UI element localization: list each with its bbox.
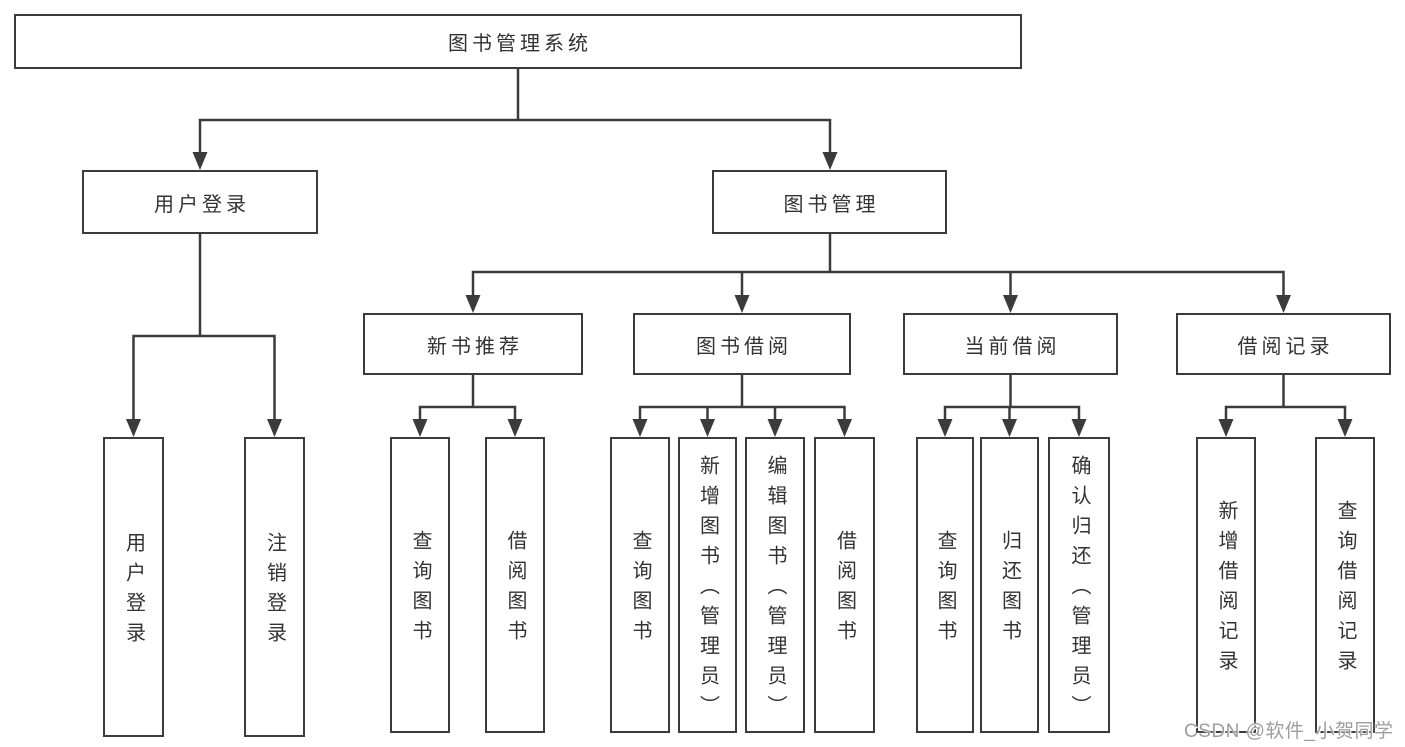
node-label: 借阅记录	[1237, 335, 1334, 358]
arrow-down-icon	[267, 419, 282, 437]
arrow-down-icon	[126, 419, 141, 437]
csdn-watermark: CSDN @软件_小贺同学	[1184, 721, 1394, 742]
arrow-down-icon	[507, 419, 523, 437]
arrow-down-icon	[837, 419, 852, 437]
arrow-down-icon	[700, 419, 715, 437]
arrow-down-icon	[632, 419, 648, 437]
arrow-down-icon	[822, 152, 838, 170]
leaf-query-borrow-record: 查询借阅记录	[1315, 437, 1375, 733]
connector-currentborrow-to-leaves	[943, 375, 1081, 420]
arrow-down-icon	[1276, 295, 1291, 313]
node-label: 借阅图书	[833, 530, 856, 650]
node-label: 图书管理系统	[448, 33, 592, 55]
leaf-edit-books-admin: 编辑图书（管理员）	[745, 437, 805, 733]
arrow-down-icon	[734, 295, 750, 313]
node-label: 归还图书	[998, 530, 1021, 650]
node-label: 图书管理	[783, 193, 880, 216]
node-label: 注销登录	[263, 532, 286, 652]
node-label: 用户登录	[154, 193, 250, 216]
node-label: 确认归还（管理员）	[1068, 455, 1090, 725]
arrow-down-icon	[1003, 295, 1018, 313]
node-label: 新增借阅记录	[1215, 500, 1237, 680]
node-new-book-recommend: 新书推荐	[363, 313, 583, 375]
node-borrow-records: 借阅记录	[1176, 313, 1391, 375]
leaf-add-borrow-record: 新增借阅记录	[1196, 437, 1256, 733]
arrow-down-icon	[1337, 419, 1353, 437]
arrow-down-icon	[767, 419, 783, 437]
node-root-system: 图书管理系统	[14, 14, 1022, 69]
arrow-down-icon	[465, 295, 481, 313]
arrow-down-icon	[412, 419, 428, 437]
node-label: 新书推荐	[427, 335, 523, 358]
node-label: 当前借阅	[964, 335, 1061, 358]
connector-bookborrow-to-leaves	[638, 375, 846, 420]
leaf-add-books-admin: 新增图书（管理员）	[678, 437, 737, 733]
leaf-confirm-return-admin: 确认归还（管理员）	[1048, 437, 1110, 733]
leaf-query-books-3: 查询图书	[916, 437, 974, 733]
node-label: 用户登录	[122, 532, 145, 652]
node-label: 查询图书	[629, 530, 651, 650]
leaf-borrow-books-2: 借阅图书	[814, 437, 875, 733]
arrow-down-icon	[1218, 419, 1234, 437]
leaf-borrow-books-1: 借阅图书	[485, 437, 545, 733]
node-label: 图书借阅	[696, 335, 792, 358]
connector-root-to-level2	[198, 68, 832, 153]
node-label: 新增图书（管理员）	[696, 455, 719, 725]
leaf-return-books: 归还图书	[980, 437, 1039, 733]
node-label: 编辑图书（管理员）	[764, 455, 786, 725]
leaf-query-books-2: 查询图书	[610, 437, 670, 733]
arrow-down-icon	[192, 152, 208, 170]
connector-userlogin-to-leaves	[132, 234, 276, 420]
arrow-down-icon	[937, 419, 953, 437]
connector-records-to-leaves	[1224, 375, 1347, 420]
node-label: 查询图书	[934, 530, 956, 650]
node-current-borrow: 当前借阅	[903, 313, 1118, 375]
connector-bookmgmt-to-level3	[471, 234, 1285, 297]
node-book-management: 图书管理	[712, 170, 947, 234]
leaf-user-login: 用户登录	[103, 437, 164, 737]
connector-newbooks-to-leaves	[418, 375, 517, 420]
arrow-down-icon	[1002, 419, 1017, 437]
leaf-query-books-1: 查询图书	[390, 437, 450, 733]
node-label: 借阅图书	[504, 530, 526, 650]
leaf-logout: 注销登录	[244, 437, 305, 737]
node-user-login: 用户登录	[82, 170, 318, 234]
node-label: 查询图书	[409, 530, 431, 650]
node-book-borrow: 图书借阅	[633, 313, 851, 375]
node-label: 查询借阅记录	[1334, 500, 1356, 680]
arrow-down-icon	[1071, 419, 1087, 437]
